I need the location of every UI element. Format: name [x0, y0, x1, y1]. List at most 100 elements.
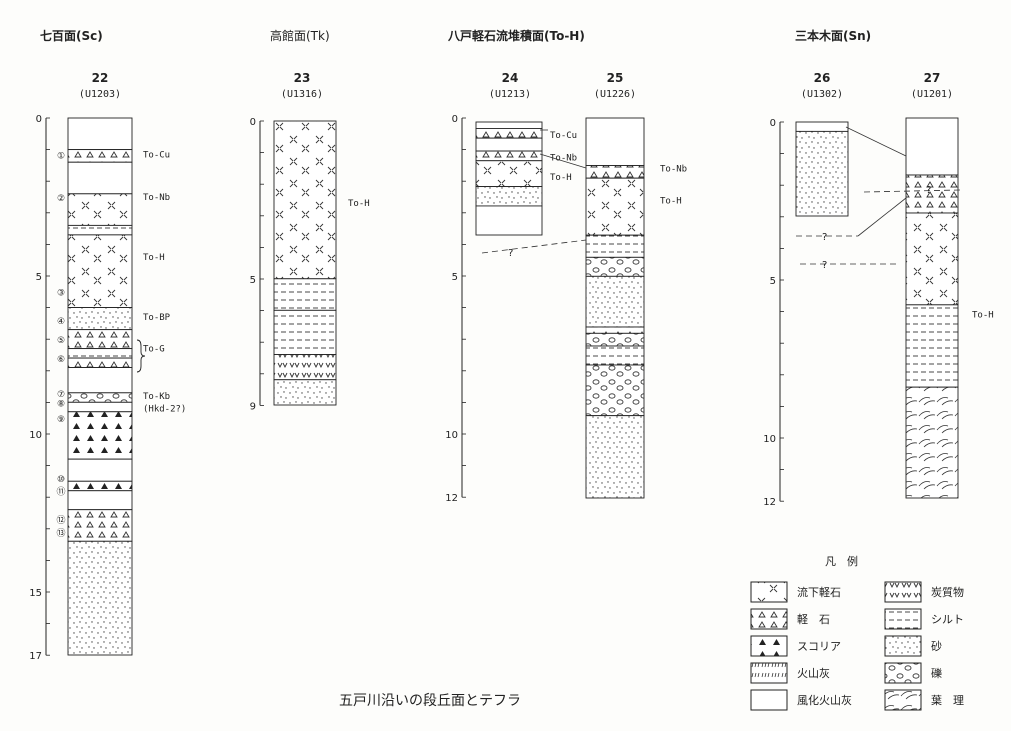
layer-weathered [475, 137, 543, 152]
legend-label: 軽 石 [797, 613, 830, 626]
depth-tick-label: 5 [36, 272, 42, 283]
correlation-lines [481, 126, 961, 265]
column-number-25: 25 [607, 71, 624, 85]
depth-tick-label: 12 [763, 497, 776, 508]
tephra-label: To-Cu [550, 131, 577, 141]
legend-label: シルト [931, 613, 964, 626]
tephra-label: To-H [660, 196, 682, 206]
layer-pumice [475, 128, 543, 139]
tephra-label: To-G [143, 345, 165, 355]
tephra-label: To-H [348, 199, 370, 209]
depth-tick-label: 0 [36, 114, 42, 125]
layer-pumice [585, 165, 645, 179]
sample-marker: ⑩ [57, 475, 65, 485]
legend-swatch [884, 608, 922, 630]
layer-weathered [905, 117, 959, 176]
legend-swatch [750, 581, 788, 603]
question-mark-3: ? [822, 232, 827, 243]
layer-weathered [67, 161, 133, 195]
column-number-24: 24 [502, 71, 519, 85]
tephra-label: To-Nb [550, 154, 577, 164]
depth-tick-label: 10 [29, 430, 42, 441]
column-code-25: (U1226) [594, 89, 636, 100]
tephra-label: To-H [143, 253, 165, 263]
legend-item-lamination: 葉 理 [884, 689, 964, 711]
layer-carbon [273, 354, 337, 381]
column-code-23: (U1316) [281, 89, 323, 100]
layer-flow_pumice [67, 234, 133, 308]
column-number-23: 23 [294, 71, 311, 85]
legend-swatch [884, 662, 922, 684]
layer-weathered [475, 205, 543, 236]
legend-swatch [750, 635, 788, 657]
legend-item-sand: 砂 [884, 635, 942, 657]
depth-tick-label: 10 [445, 430, 458, 441]
layer-weathered [67, 401, 133, 413]
group-title-tk: 高館面(Tk) [270, 28, 330, 43]
legend-label: 葉 理 [931, 693, 964, 707]
layer-weathered [475, 121, 543, 129]
sample-marker: ③ [57, 289, 65, 299]
layer-silt [905, 304, 959, 388]
sample-marker: ⑫ [56, 515, 65, 526]
legend-swatch [884, 635, 922, 657]
tephra-label: To-H [972, 310, 994, 320]
legend-title: 凡 例 [825, 554, 858, 568]
sample-marker: ② [57, 194, 65, 204]
layer-flow_pumice [475, 160, 543, 188]
column-23: 0 5 9 To-H [250, 117, 370, 412]
legend-label: 流下軽石 [797, 585, 841, 599]
sample-marker: ⑥ [57, 355, 65, 365]
column-22: 05101517To-CuTo-NbTo-HTo-BPTo-GTo-Kb(Hkd… [29, 114, 186, 662]
layer-pumice [67, 509, 133, 542]
legend-item-silt: シルト [884, 608, 964, 630]
layer-sand [585, 275, 645, 328]
layer-sand [273, 379, 337, 406]
legend-item-ash: 火山灰 [750, 662, 830, 684]
question-mark-2: ? [926, 185, 931, 196]
layer-silt [67, 348, 133, 359]
layer-scoria [67, 480, 133, 492]
tephra-label: To-Kb [143, 392, 170, 402]
layer-sand [67, 540, 133, 656]
layer-pumice [67, 357, 133, 368]
sample-marker: ⑨ [57, 415, 65, 425]
layer-flow_pumice [585, 177, 645, 236]
tephra-label: To-H [550, 173, 572, 183]
layer-gravel [585, 332, 645, 347]
depth-tick-label: 5 [250, 275, 256, 286]
legend-item-weathered: 風化火山灰 [750, 689, 852, 711]
depth-tick-label: 0 [250, 117, 256, 128]
layer-weathered [67, 490, 133, 511]
layer-weathered [585, 117, 645, 166]
legend-label: 礫 [931, 666, 942, 680]
layer-weathered [67, 367, 133, 394]
depth-tick-label: 12 [445, 493, 458, 504]
group-title-sc: 七百面(Sc) [40, 29, 103, 43]
layer-silt [585, 345, 645, 366]
depth-tick-label: 15 [29, 588, 42, 599]
question-mark-4: ? [822, 260, 827, 271]
layer-silt [273, 309, 337, 355]
legend-label: スコリア [797, 640, 841, 653]
legend-swatch [750, 608, 788, 630]
legend-item-scoria: スコリア [750, 635, 841, 657]
tephra-label: To-BP [143, 313, 171, 323]
legend-label: 炭質物 [931, 585, 964, 599]
depth-tick-label: 9 [250, 401, 256, 412]
legend-item-pumice: 軽 石 [750, 608, 830, 630]
column-number-22: 22 [92, 71, 109, 85]
tephra-label: To-Nb [660, 165, 687, 175]
sample-marker: ⑧ [57, 399, 65, 409]
layer-flow_pumice [273, 120, 337, 280]
depth-tick-label: 10 [763, 434, 776, 445]
layer-scoria [67, 411, 133, 460]
layer-gravel [585, 256, 645, 277]
legend-swatch [750, 662, 788, 684]
layer-pumice [585, 326, 645, 334]
column-27: To-H [905, 117, 994, 499]
group-title-sn: 三本木面(Sn) [795, 28, 871, 43]
